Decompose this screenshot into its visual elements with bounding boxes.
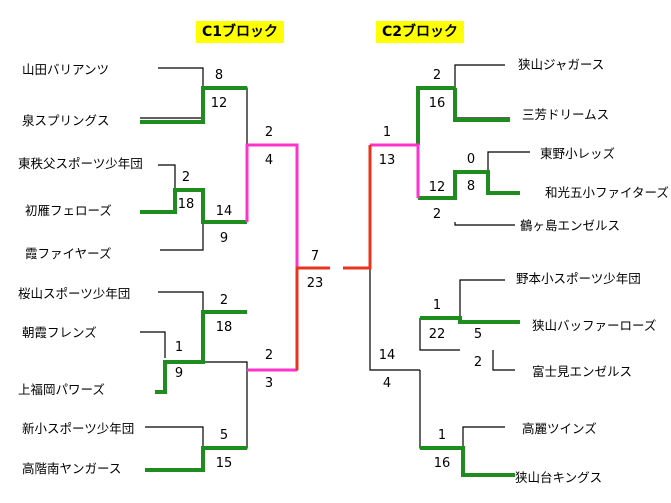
team-name: 野本小スポーツ少年団 xyxy=(516,271,641,286)
score: 5 xyxy=(473,327,483,342)
team-name: 和光五小ファイターズ xyxy=(545,185,669,200)
score: 2 xyxy=(219,293,229,308)
team-name: 鶴ヶ島エンゼルス xyxy=(520,218,621,233)
bracket-lines-final xyxy=(295,145,372,370)
score: 2 xyxy=(264,348,274,363)
score: 7 xyxy=(310,249,320,264)
score: 2 xyxy=(264,125,274,140)
team-name: 霞ファイヤーズ xyxy=(25,246,112,261)
team-name: 高階南ヤンガース xyxy=(22,461,122,476)
bracket-lines-round1 xyxy=(140,86,520,477)
score: 2 xyxy=(432,207,442,222)
score: 1 xyxy=(174,340,184,355)
score: 1 xyxy=(382,125,392,140)
score: 12 xyxy=(210,96,228,111)
score: 16 xyxy=(428,96,446,111)
team-name: 高麗ツインズ xyxy=(522,421,597,436)
team-name: 朝霞フレンズ xyxy=(22,325,97,340)
team-name: 狭山ジャガース xyxy=(518,57,605,72)
score: 4 xyxy=(264,153,274,168)
team-name: 狭山バッファーローズ xyxy=(532,318,657,333)
score: 18 xyxy=(215,320,233,335)
score: 12 xyxy=(428,180,446,195)
score: 8 xyxy=(214,68,224,83)
team-name: 桜山スポーツ少年団 xyxy=(18,286,131,301)
score: 15 xyxy=(215,456,233,471)
block-label-c1: C1ブロック xyxy=(196,21,285,43)
score: 9 xyxy=(174,366,184,381)
score: 23 xyxy=(306,276,324,291)
team-name: 山田バリアンツ xyxy=(22,62,110,77)
team-name: 東野小レッズ xyxy=(540,146,616,161)
score: 0 xyxy=(466,152,476,167)
score: 14 xyxy=(215,204,233,219)
bracket-lines-round2 xyxy=(245,143,420,372)
team-name: 初雁フェローズ xyxy=(25,203,112,218)
team-name: 富士見エンゼルス xyxy=(532,364,633,379)
team-name: 狭山台キングス xyxy=(515,470,603,485)
score: 16 xyxy=(433,456,451,471)
score: 13 xyxy=(378,153,396,168)
score: 1 xyxy=(437,428,447,443)
score: 22 xyxy=(428,327,446,342)
score: 2 xyxy=(432,68,442,83)
score: 4 xyxy=(382,376,392,391)
block-label-c2: C2ブロック xyxy=(376,21,465,43)
score: 1 xyxy=(432,298,442,313)
team-name: 泉スプリングス xyxy=(22,113,110,128)
score: 8 xyxy=(466,179,476,194)
score: 2 xyxy=(181,170,191,185)
score: 14 xyxy=(378,348,396,363)
team-name: 新小スポーツ少年団 xyxy=(22,421,135,436)
team-name: 上福岡パワーズ xyxy=(18,382,105,397)
team-name: 東秩父スポーツ少年団 xyxy=(18,156,143,171)
score: 3 xyxy=(264,376,274,391)
score: 18 xyxy=(177,197,195,212)
team-name: 三芳ドリームス xyxy=(522,107,610,122)
score: 9 xyxy=(219,231,229,246)
score: 5 xyxy=(219,428,229,443)
score: 2 xyxy=(473,355,483,370)
